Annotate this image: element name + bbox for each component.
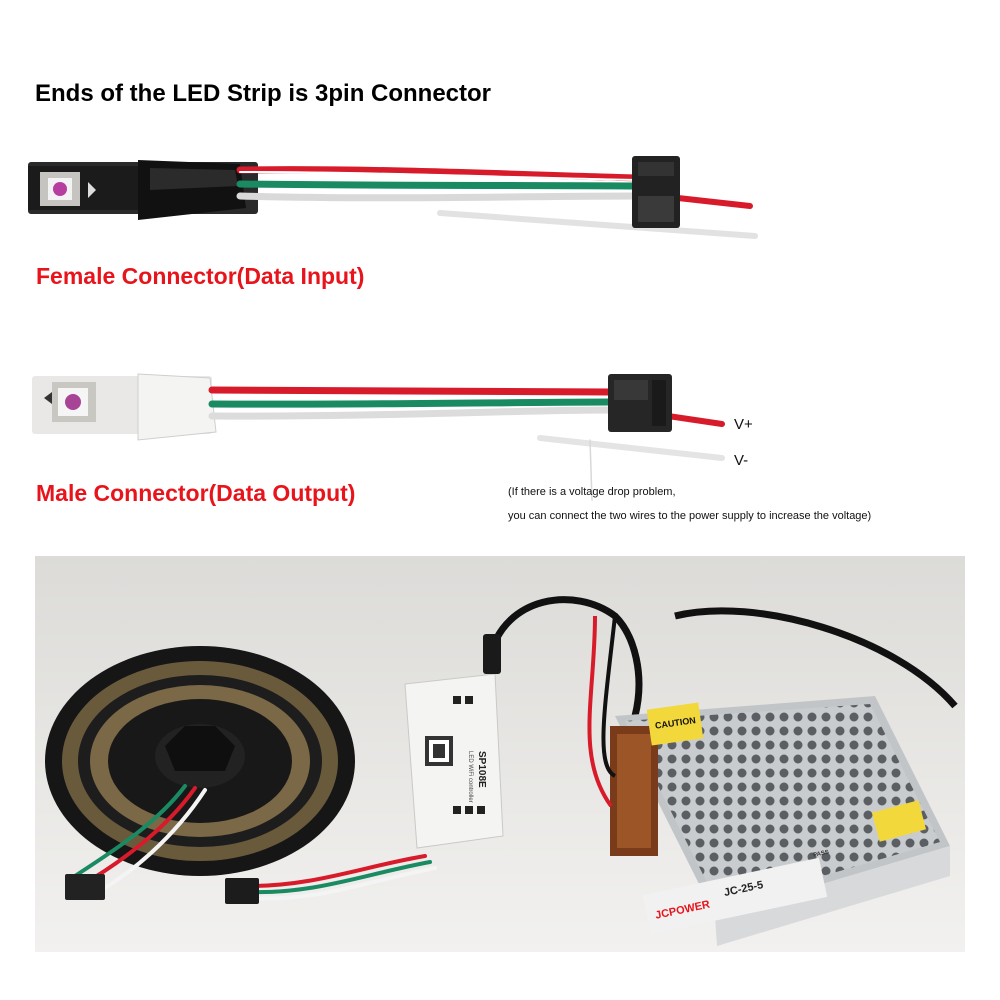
power-supply: CAUTION JCPOWER JC-25-5 PASS [610, 696, 950, 946]
male-connector-label: Male Connector(Data Output) [36, 480, 356, 506]
dc-cable [486, 596, 643, 717]
dc-plug [483, 634, 501, 674]
ac-cable [674, 607, 958, 709]
male-wires [208, 386, 725, 501]
female-strip-end [28, 160, 258, 220]
led-strip-reel [45, 646, 355, 876]
page-title: Ends of the LED Strip is 3pin Connector [35, 80, 492, 107]
female-connector-label: Female Connector(Data Input) [36, 263, 365, 289]
v-minus-label: V- [734, 452, 749, 469]
controller-connector [225, 878, 259, 904]
connector-diagrams [28, 156, 758, 501]
female-connector-housing [632, 156, 680, 228]
psu-red-lead [587, 615, 613, 808]
controller-subtitle: LED WiFi controller [467, 751, 473, 803]
psu-pass-label: PASS [813, 850, 830, 859]
psu-black-lead [601, 615, 617, 778]
female-wires [236, 166, 758, 239]
product-setup-photo: SP108E LED WiFi controller CAUTION JCPOW… [35, 556, 965, 952]
controller-brand: SP108E [476, 751, 487, 788]
v-plus-label: V+ [734, 416, 753, 433]
reel-connector [65, 874, 105, 900]
male-strip-end [32, 373, 217, 441]
wifi-controller: SP108E LED WiFi controller [404, 673, 504, 849]
male-connector-housing [608, 374, 672, 432]
voltage-drop-note-line1: (If there is a voltage drop problem, [508, 486, 676, 498]
voltage-drop-note-line2: you can connect the two wires to the pow… [508, 510, 872, 522]
